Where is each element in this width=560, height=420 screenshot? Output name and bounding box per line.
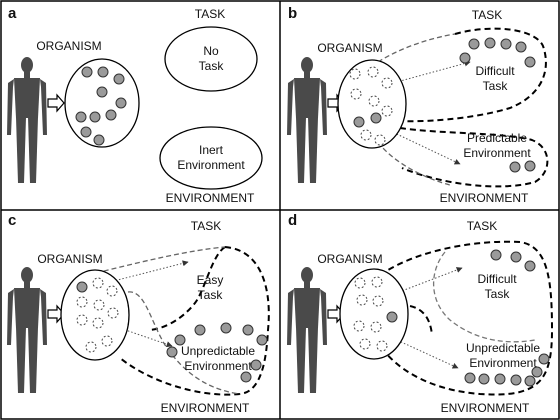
- panel-c-human-figure: [7, 267, 47, 393]
- panel-a-organism-dots: [75, 66, 127, 146]
- panel-d-arrow-to-environment: [387, 335, 459, 369]
- panel-c-environment-heading: ENVIRONMENT: [161, 401, 250, 415]
- panel-c-organism-solid-dots: [76, 281, 88, 293]
- panel-b-label: b: [288, 5, 297, 22]
- panel-c-env-text-2: Environment: [184, 359, 252, 373]
- panel-c-environment-dots: [166, 322, 268, 383]
- panel-c: c TASK ORGANISM ENVIRONMENT Easy Task Un: [7, 212, 270, 415]
- panel-c-task-text-1: Easy: [197, 273, 224, 287]
- panel-b: b TASK ORGANISM ENVIRONMENT Difficult Ta…: [287, 5, 549, 205]
- panel-a-label: a: [8, 5, 17, 22]
- panel-b-env-text-2: Environment: [463, 146, 531, 160]
- panel-d-task-text-2: Task: [485, 287, 511, 301]
- panel-c-label: c: [8, 212, 16, 229]
- panel-b-env-text-1: Predictable: [467, 131, 527, 145]
- panel-c-task-text-2: Task: [198, 288, 224, 302]
- panel-c-env-text-1: Unpredictable: [181, 344, 255, 358]
- panel-d-arrow-to-task: [385, 267, 463, 298]
- panel-a-environment-blob: [159, 126, 263, 190]
- panel-a-task-text-1: No: [203, 44, 219, 58]
- panel-b-organism-dots: [349, 66, 393, 146]
- panel-d-env-text-1: Unpredictable: [466, 341, 540, 355]
- panel-c-task-region: [147, 246, 226, 331]
- panel-b-environment-heading: ENVIRONMENT: [440, 191, 529, 205]
- panel-a-environment-heading: ENVIRONMENT: [166, 191, 255, 205]
- panel-b-task-heading: TASK: [472, 8, 502, 22]
- panel-d-label: d: [288, 212, 297, 229]
- panel-b-task-text-2: Task: [483, 79, 509, 93]
- panel-d-outer-region: [379, 240, 554, 396]
- panel-d: d TASK ORGANISM ENVIRONMENT Difficult Ta…: [287, 212, 554, 415]
- panel-b-human-figure: [287, 57, 327, 183]
- panel-a-human-figure: [7, 57, 47, 183]
- panel-a-organism-heading: ORGANISM: [36, 39, 101, 53]
- panel-a: a TASK ORGANISM ENVIRONMENT No Task Iner…: [7, 5, 263, 205]
- panel-b-link-upper: [377, 33, 456, 63]
- panel-d-env-text-2: Environment: [469, 356, 537, 370]
- panel-b-environment-region: [399, 127, 549, 188]
- panel-c-link-lower: [127, 291, 241, 395]
- panel-a-env-text-2: Environment: [177, 158, 245, 172]
- panel-b-environment-dots: [509, 160, 536, 173]
- panel-d-organism-solid-dots: [386, 311, 398, 323]
- panel-d-inner-region: [432, 251, 536, 343]
- panel-b-task-dots: [459, 37, 536, 68]
- panel-d-environment-dots: [464, 353, 550, 387]
- panel-d-organism-heading: ORGANISM: [317, 252, 382, 266]
- panel-b-organism-solid-dots: [353, 112, 382, 128]
- panel-a-input-arrow: [47, 94, 65, 112]
- panel-c-organism-heading: ORGANISM: [37, 252, 102, 266]
- panel-a-task-text-2: Task: [199, 59, 225, 73]
- panel-b-task-region: [401, 27, 547, 123]
- panel-d-task-text-1: Difficult: [477, 272, 517, 286]
- panel-d-organism-dots: [353, 276, 388, 352]
- panel-c-task-heading: TASK: [191, 219, 221, 233]
- panel-d-organism-circle: [339, 268, 409, 360]
- panel-b-task-text-1: Difficult: [475, 64, 515, 78]
- panel-b-organism-heading: ORGANISM: [317, 41, 382, 55]
- panel-a-task-heading: TASK: [195, 7, 225, 21]
- panel-d-human-figure: [287, 267, 327, 393]
- panel-a-env-text-1: Inert: [199, 143, 224, 157]
- panel-d-environment-heading: ENVIRONMENT: [441, 401, 530, 415]
- panel-d-task-heading: TASK: [467, 219, 497, 233]
- panel-c-outer-region: [119, 246, 270, 396]
- panel-a-task-blob: [164, 26, 258, 92]
- panel-c-organism-dots: [76, 277, 119, 353]
- panel-d-task-dots: [490, 249, 536, 272]
- panel-b-link-lower: [377, 141, 451, 186]
